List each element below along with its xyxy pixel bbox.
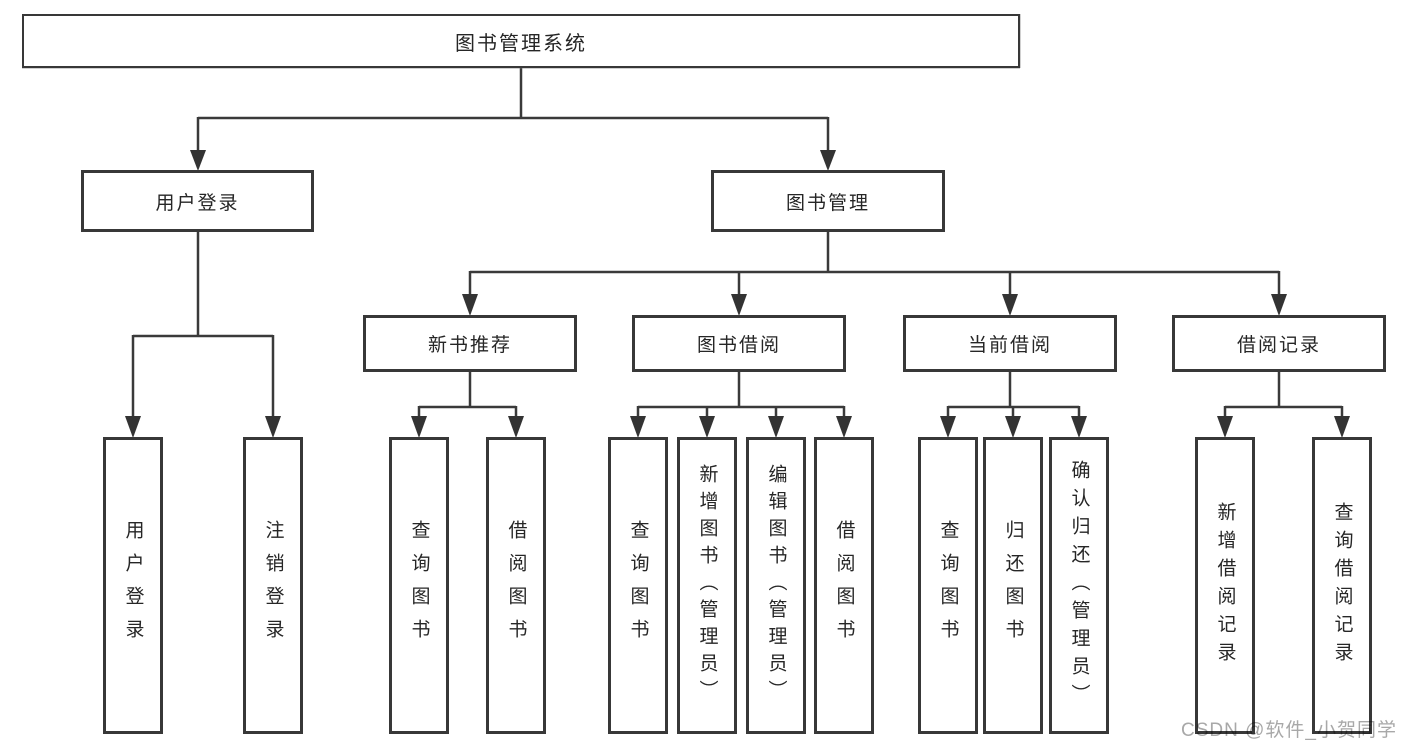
node-label: 查询图书 xyxy=(408,519,430,652)
leaf-current-query-books: 查询图书 xyxy=(918,437,978,734)
node-label: 用户登录 xyxy=(155,192,240,214)
leaf-edit-book-admin: 编辑图书（管理员） xyxy=(746,437,806,734)
node-label: 查询图书 xyxy=(627,519,649,652)
node-label: 借阅图书 xyxy=(833,519,855,652)
connector-login-to-leaves xyxy=(131,232,275,424)
leaf-recommend-borrow-books: 借阅图书 xyxy=(486,437,546,734)
node-library-management-system: 图书管理系统 xyxy=(22,14,1020,68)
group-book-borrowing: 图书借阅 xyxy=(632,315,846,372)
leaf-logout: 注销登录 xyxy=(243,437,303,734)
node-book-management-branch: 图书管理 xyxy=(711,170,945,232)
leaf-query-borrow-record: 查询借阅记录 xyxy=(1312,437,1372,734)
leaf-confirm-return-admin: 确认归还（管理员） xyxy=(1049,437,1109,734)
arrowheads-level2 xyxy=(190,150,836,171)
node-user-login-branch: 用户登录 xyxy=(81,170,314,232)
leaf-add-book-admin: 新增图书（管理员） xyxy=(677,437,737,734)
leaf-add-borrow-record: 新增借阅记录 xyxy=(1195,437,1255,734)
node-label: 查询图书 xyxy=(937,519,959,652)
leaf-borrowing-borrow-books: 借阅图书 xyxy=(814,437,874,734)
node-label: 用户登录 xyxy=(122,519,144,652)
group-current-borrowing: 当前借阅 xyxy=(903,315,1117,372)
csdn-watermark: CSDN @软件_小贺同学 xyxy=(1181,720,1397,741)
node-label: 当前借阅 xyxy=(967,335,1052,356)
node-label: 新增图书（管理员） xyxy=(696,464,718,707)
leaf-recommend-query-books: 查询图书 xyxy=(389,437,449,734)
arrowheads-leaves xyxy=(411,416,1350,438)
node-label: 归还图书 xyxy=(1002,519,1024,652)
node-label: 借阅图书 xyxy=(505,519,527,652)
node-label: 注销登录 xyxy=(262,519,284,652)
node-label: 编辑图书（管理员） xyxy=(765,464,787,707)
arrowheads-login-leaves xyxy=(125,416,281,438)
node-label: 图书管理 xyxy=(785,192,870,214)
node-label: 图书管理系统 xyxy=(455,32,587,55)
group-borrowing-records: 借阅记录 xyxy=(1172,315,1386,372)
leaf-borrowing-query-books: 查询图书 xyxy=(608,437,668,734)
node-label: 新书推荐 xyxy=(427,335,512,356)
connector-groups-to-leaves xyxy=(417,372,1344,424)
leaf-user-login: 用户登录 xyxy=(103,437,163,734)
connector-root-to-level2 xyxy=(196,67,830,157)
node-label: 图书借阅 xyxy=(696,335,781,356)
arrowheads-groups xyxy=(462,294,1287,316)
group-new-book-recommend: 新书推荐 xyxy=(363,315,577,372)
node-label: 确认归还（管理员） xyxy=(1068,459,1090,712)
node-label: 借阅记录 xyxy=(1236,335,1321,356)
leaf-return-books: 归还图书 xyxy=(983,437,1043,734)
node-label: 新增借阅记录 xyxy=(1214,501,1236,670)
connector-management-to-groups xyxy=(468,232,1281,302)
node-label: 查询借阅记录 xyxy=(1331,501,1353,670)
